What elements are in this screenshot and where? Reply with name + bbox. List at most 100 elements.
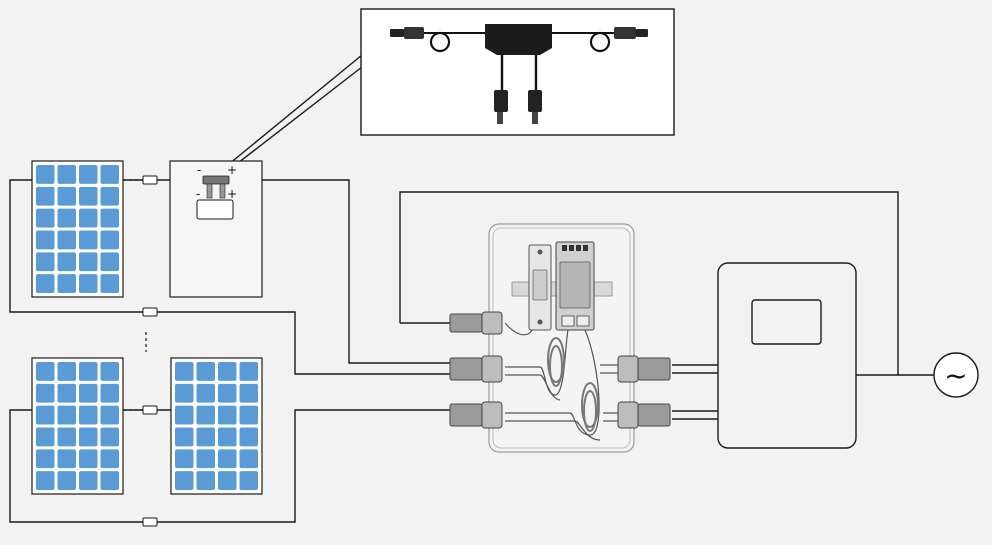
solar-cell bbox=[218, 405, 237, 425]
solar-panel-bottom-right bbox=[170, 357, 263, 495]
ac-source-circle bbox=[933, 352, 979, 398]
solar-cell bbox=[36, 471, 55, 490]
solar-cell bbox=[196, 383, 215, 403]
solar-cell bbox=[175, 405, 194, 425]
callout-line-a bbox=[211, 54, 363, 179]
branch-plus-top: + bbox=[227, 163, 238, 177]
solar-cell bbox=[57, 252, 76, 272]
solar-cell bbox=[79, 449, 98, 469]
solar-cell bbox=[36, 383, 55, 403]
solar-cell bbox=[100, 383, 119, 403]
solar-cell bbox=[100, 405, 119, 425]
solar-cell bbox=[100, 252, 119, 272]
inverter-display bbox=[751, 299, 822, 345]
sine-wave-icon: ~ bbox=[944, 358, 968, 392]
solar-cell bbox=[100, 449, 119, 469]
callout-inset bbox=[360, 8, 675, 136]
combiner-box bbox=[449, 223, 671, 453]
solar-panel-bottom-left bbox=[31, 357, 124, 495]
solar-cell bbox=[57, 449, 76, 469]
solar-cell bbox=[175, 362, 194, 381]
solar-cell bbox=[36, 230, 55, 250]
solar-cell bbox=[175, 427, 194, 447]
panel-junction-box bbox=[169, 160, 263, 298]
solar-cell bbox=[57, 383, 76, 403]
solar-cell bbox=[196, 362, 215, 381]
solar-cell bbox=[239, 427, 258, 447]
solar-cell bbox=[57, 165, 76, 184]
solar-cell bbox=[57, 208, 76, 228]
junction-box bbox=[196, 199, 234, 220]
solar-cell bbox=[36, 449, 55, 469]
solar-cell bbox=[218, 449, 237, 469]
solar-cell bbox=[100, 230, 119, 250]
solar-cell bbox=[57, 230, 76, 250]
solar-cell bbox=[218, 471, 237, 490]
wire-ac-loop bbox=[399, 191, 899, 375]
solar-cell bbox=[239, 405, 258, 425]
branch-minus-bottom: - bbox=[196, 187, 201, 201]
solar-cell bbox=[79, 186, 98, 206]
solar-cell bbox=[100, 208, 119, 228]
solar-cell bbox=[36, 427, 55, 447]
inline-connector bbox=[142, 307, 158, 317]
solar-cell bbox=[79, 208, 98, 228]
solar-cell bbox=[100, 427, 119, 447]
solar-cell bbox=[79, 230, 98, 250]
solar-cell bbox=[57, 405, 76, 425]
solar-cell bbox=[218, 427, 237, 447]
solar-cell bbox=[36, 186, 55, 206]
circuit-breaker-icon bbox=[528, 244, 552, 331]
solar-cell bbox=[175, 383, 194, 403]
solar-cell bbox=[57, 274, 76, 293]
inverter bbox=[717, 262, 857, 449]
solar-cell bbox=[79, 471, 98, 490]
solar-cell bbox=[79, 362, 98, 381]
solar-cell bbox=[79, 383, 98, 403]
solar-cell bbox=[79, 274, 98, 293]
inline-connector bbox=[142, 405, 158, 415]
cable-glands bbox=[449, 311, 671, 429]
solar-cell bbox=[196, 427, 215, 447]
solar-cell bbox=[239, 362, 258, 381]
solar-cell bbox=[175, 449, 194, 469]
solar-cell bbox=[100, 362, 119, 381]
solar-cell bbox=[196, 449, 215, 469]
solar-cell bbox=[100, 274, 119, 293]
inline-connector bbox=[142, 175, 158, 185]
solar-cell bbox=[100, 186, 119, 206]
solar-cell bbox=[36, 362, 55, 381]
solar-cell bbox=[36, 252, 55, 272]
solar-cell bbox=[218, 362, 237, 381]
dashed-links bbox=[123, 179, 147, 411]
inline-connectors bbox=[142, 175, 158, 527]
solar-cell bbox=[36, 405, 55, 425]
solar-panel-top bbox=[31, 160, 124, 298]
branch-connector-icon bbox=[202, 175, 230, 199]
solar-cell bbox=[57, 362, 76, 381]
branch-plus-bottom: + bbox=[227, 187, 238, 201]
y-branch-connector-icon bbox=[390, 24, 648, 124]
solar-cell bbox=[36, 208, 55, 228]
solar-cell bbox=[79, 405, 98, 425]
power-monitor-icon bbox=[555, 241, 595, 331]
solar-cell bbox=[36, 274, 55, 293]
solar-cell bbox=[100, 165, 119, 184]
solar-cell bbox=[196, 471, 215, 490]
solar-cell bbox=[239, 383, 258, 403]
solar-cell bbox=[79, 252, 98, 272]
branch-minus-top: - bbox=[197, 163, 202, 177]
solar-cell bbox=[100, 471, 119, 490]
solar-cell bbox=[57, 427, 76, 447]
solar-cell bbox=[79, 427, 98, 447]
solar-cell bbox=[175, 471, 194, 490]
solar-cell bbox=[57, 471, 76, 490]
solar-cell bbox=[79, 165, 98, 184]
solar-cell bbox=[239, 449, 258, 469]
solar-cell bbox=[57, 186, 76, 206]
solar-cell bbox=[218, 383, 237, 403]
inline-connector bbox=[142, 517, 158, 527]
solar-cell bbox=[239, 471, 258, 490]
